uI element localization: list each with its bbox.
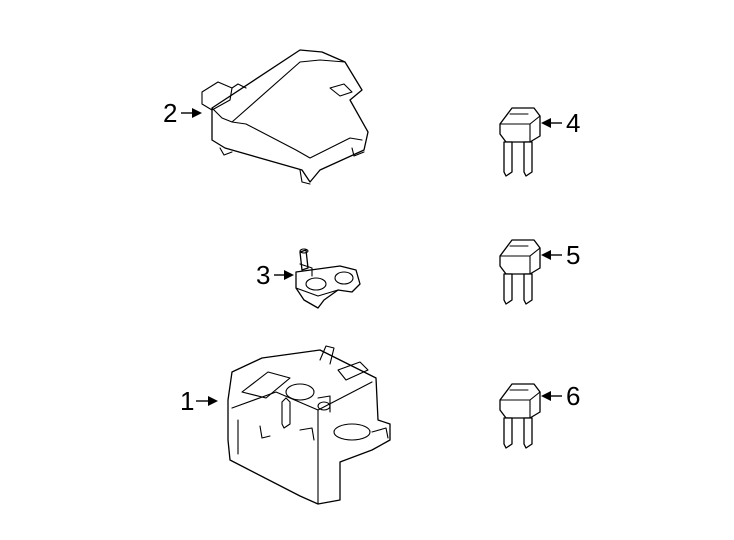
part-4-mini-fuse (499, 107, 541, 177)
callout-6-number: 6 (566, 381, 580, 411)
part-3-terminal-stud (295, 248, 361, 309)
callout-3-number: 3 (256, 260, 270, 290)
callout-6: 6 (541, 381, 580, 411)
part-1-fuse-box-body (227, 345, 391, 505)
callout-5-number: 5 (566, 240, 580, 270)
part-5-mini-fuse (499, 239, 541, 305)
callout-2-number: 2 (163, 98, 177, 128)
part-6-mini-fuse (499, 383, 541, 449)
callout-5: 5 (541, 240, 580, 270)
callout-1: 1 (180, 386, 218, 416)
callout-1-number: 1 (180, 386, 194, 416)
part-2-fuse-box-cover (201, 49, 369, 185)
callout-4-number: 4 (566, 108, 580, 138)
callout-2: 2 (163, 98, 202, 128)
callout-3: 3 (256, 260, 294, 290)
callout-4: 4 (541, 108, 580, 138)
